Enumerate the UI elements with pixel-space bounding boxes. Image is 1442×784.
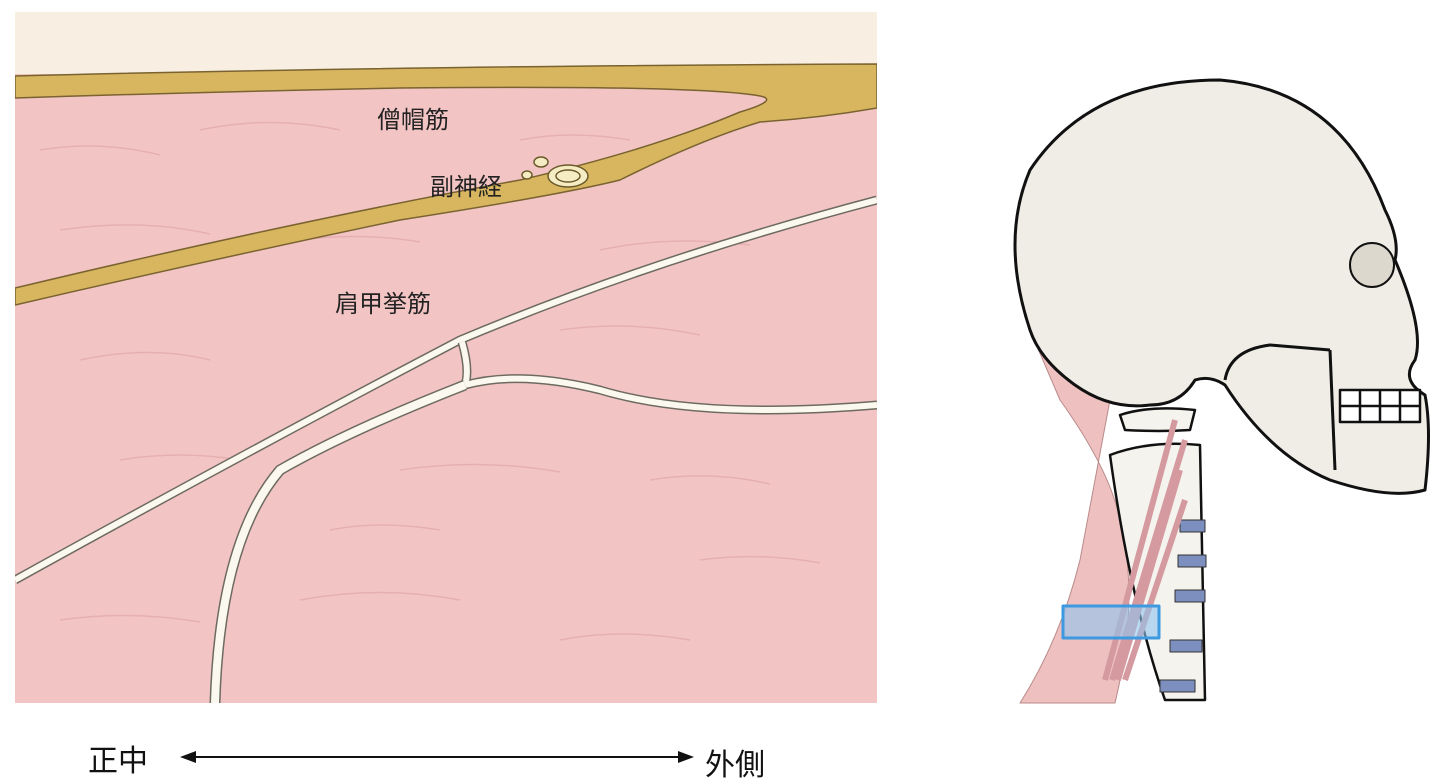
skin-layer (15, 12, 877, 74)
teeth (1338, 388, 1422, 424)
direction-arrow (180, 751, 694, 763)
section-highlight-box (1061, 604, 1161, 640)
label-accessory-nerve: 副神経 (430, 173, 502, 201)
axis-label-lateral: 外側 (705, 748, 765, 783)
label-levator-scapulae: 肩甲挙筋 (335, 290, 431, 318)
accessory-nerve-bundle (521, 156, 589, 188)
skull-lateral-view (1013, 78, 1430, 704)
fascia-lines (15, 195, 877, 703)
skull (1013, 78, 1430, 495)
fat-layer (15, 63, 877, 306)
label-trapezius: 僧帽筋 (377, 106, 449, 134)
cross-section-panel (15, 12, 877, 703)
muscle-fibers (39, 121, 821, 641)
axis-label-medial: 正中 (88, 744, 148, 779)
